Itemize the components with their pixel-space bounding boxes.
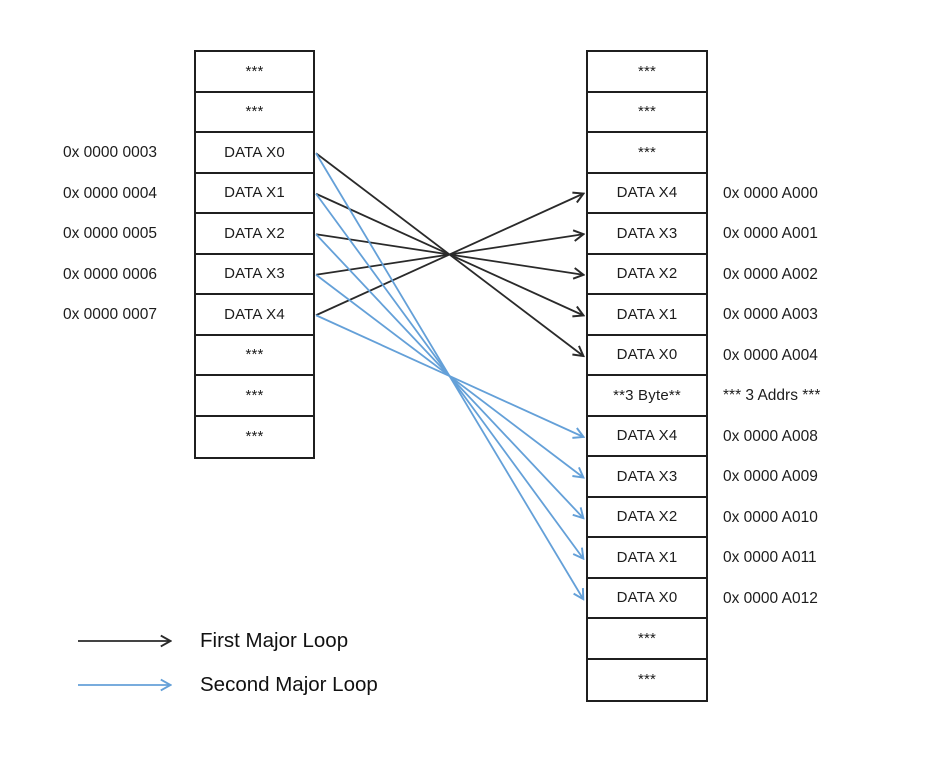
address-label: *** 3 Addrs *** bbox=[723, 387, 821, 405]
memory-cell: *** bbox=[196, 376, 313, 417]
memory-cell: DATA X0 bbox=[196, 133, 313, 174]
address-label: 0x 0000 A003 bbox=[723, 306, 818, 324]
address-label: 0x 0000 A012 bbox=[723, 589, 818, 607]
second-major-loop-arrow bbox=[315, 152, 583, 599]
memory-cell: DATA X3 bbox=[588, 214, 706, 255]
memory-cell: DATA X3 bbox=[588, 457, 706, 498]
address-label: 0x 0000 A011 bbox=[723, 549, 817, 567]
address-label: 0x 0000 A010 bbox=[723, 508, 818, 526]
memory-cell: DATA X3 bbox=[196, 255, 313, 295]
address-label: 0x 0000 A001 bbox=[723, 225, 818, 243]
memory-cell: **3 Byte** bbox=[588, 376, 706, 417]
memory-cell: *** bbox=[588, 619, 706, 660]
memory-cell: DATA X1 bbox=[588, 295, 706, 336]
memory-cell: DATA X4 bbox=[196, 295, 313, 336]
address-label: 0x 0000 A009 bbox=[723, 468, 818, 486]
address-label: 0x 0000 0003 bbox=[63, 144, 157, 162]
legend-item: Second Major Loop bbox=[76, 672, 378, 698]
memory-cell: DATA X0 bbox=[588, 336, 706, 376]
address-label: 0x 0000 0005 bbox=[63, 225, 157, 243]
memory-cell: DATA X4 bbox=[588, 417, 706, 457]
arrow-icon bbox=[78, 677, 176, 693]
address-label: 0x 0000 A002 bbox=[723, 265, 818, 283]
memory-cell: DATA X1 bbox=[588, 538, 706, 579]
second-major-loop-arrow bbox=[315, 314, 583, 437]
legend-label: Second Major Loop bbox=[200, 673, 378, 696]
memory-cell: *** bbox=[245, 428, 264, 446]
address-label: 0x 0000 0006 bbox=[63, 265, 157, 283]
arrow-icon bbox=[78, 633, 176, 649]
address-label: 0x 0000 0004 bbox=[63, 184, 157, 202]
second-major-loop-arrow bbox=[315, 233, 583, 518]
address-label: 0x 0000 0007 bbox=[63, 306, 157, 324]
legend-label: First Major Loop bbox=[200, 629, 349, 652]
address-label: 0x 0000 A004 bbox=[723, 346, 818, 364]
first-major-loop-arrow bbox=[315, 194, 583, 317]
address-label: 0x 0000 A000 bbox=[723, 184, 818, 202]
memory-cell: DATA X1 bbox=[196, 174, 313, 214]
first-major-loop-arrow bbox=[315, 234, 583, 276]
memory-cell: DATA X4 bbox=[588, 174, 706, 214]
memory-cell: DATA X2 bbox=[588, 498, 706, 538]
memory-cell: DATA X0 bbox=[588, 579, 706, 619]
memory-cell: *** bbox=[588, 52, 706, 93]
memory-cell: *** bbox=[196, 93, 313, 133]
memory-cell: *** bbox=[588, 133, 706, 174]
memory-cell: *** bbox=[637, 671, 657, 689]
legend-item: First Major Loop bbox=[76, 628, 348, 654]
memory-cell: *** bbox=[588, 93, 706, 133]
address-label: 0x 0000 A008 bbox=[723, 427, 818, 445]
first-major-loop-arrow bbox=[315, 192, 583, 316]
memory-cell: DATA X2 bbox=[196, 214, 313, 255]
memory-cell: *** bbox=[196, 336, 313, 376]
first-major-loop-arrow bbox=[315, 152, 583, 356]
first-major-loop-arrow bbox=[315, 233, 583, 275]
memory-cell: *** bbox=[196, 52, 313, 93]
second-major-loop-arrow bbox=[315, 274, 583, 478]
memory-cell: DATA X2 bbox=[588, 255, 706, 295]
second-major-loop-arrow bbox=[315, 193, 583, 559]
